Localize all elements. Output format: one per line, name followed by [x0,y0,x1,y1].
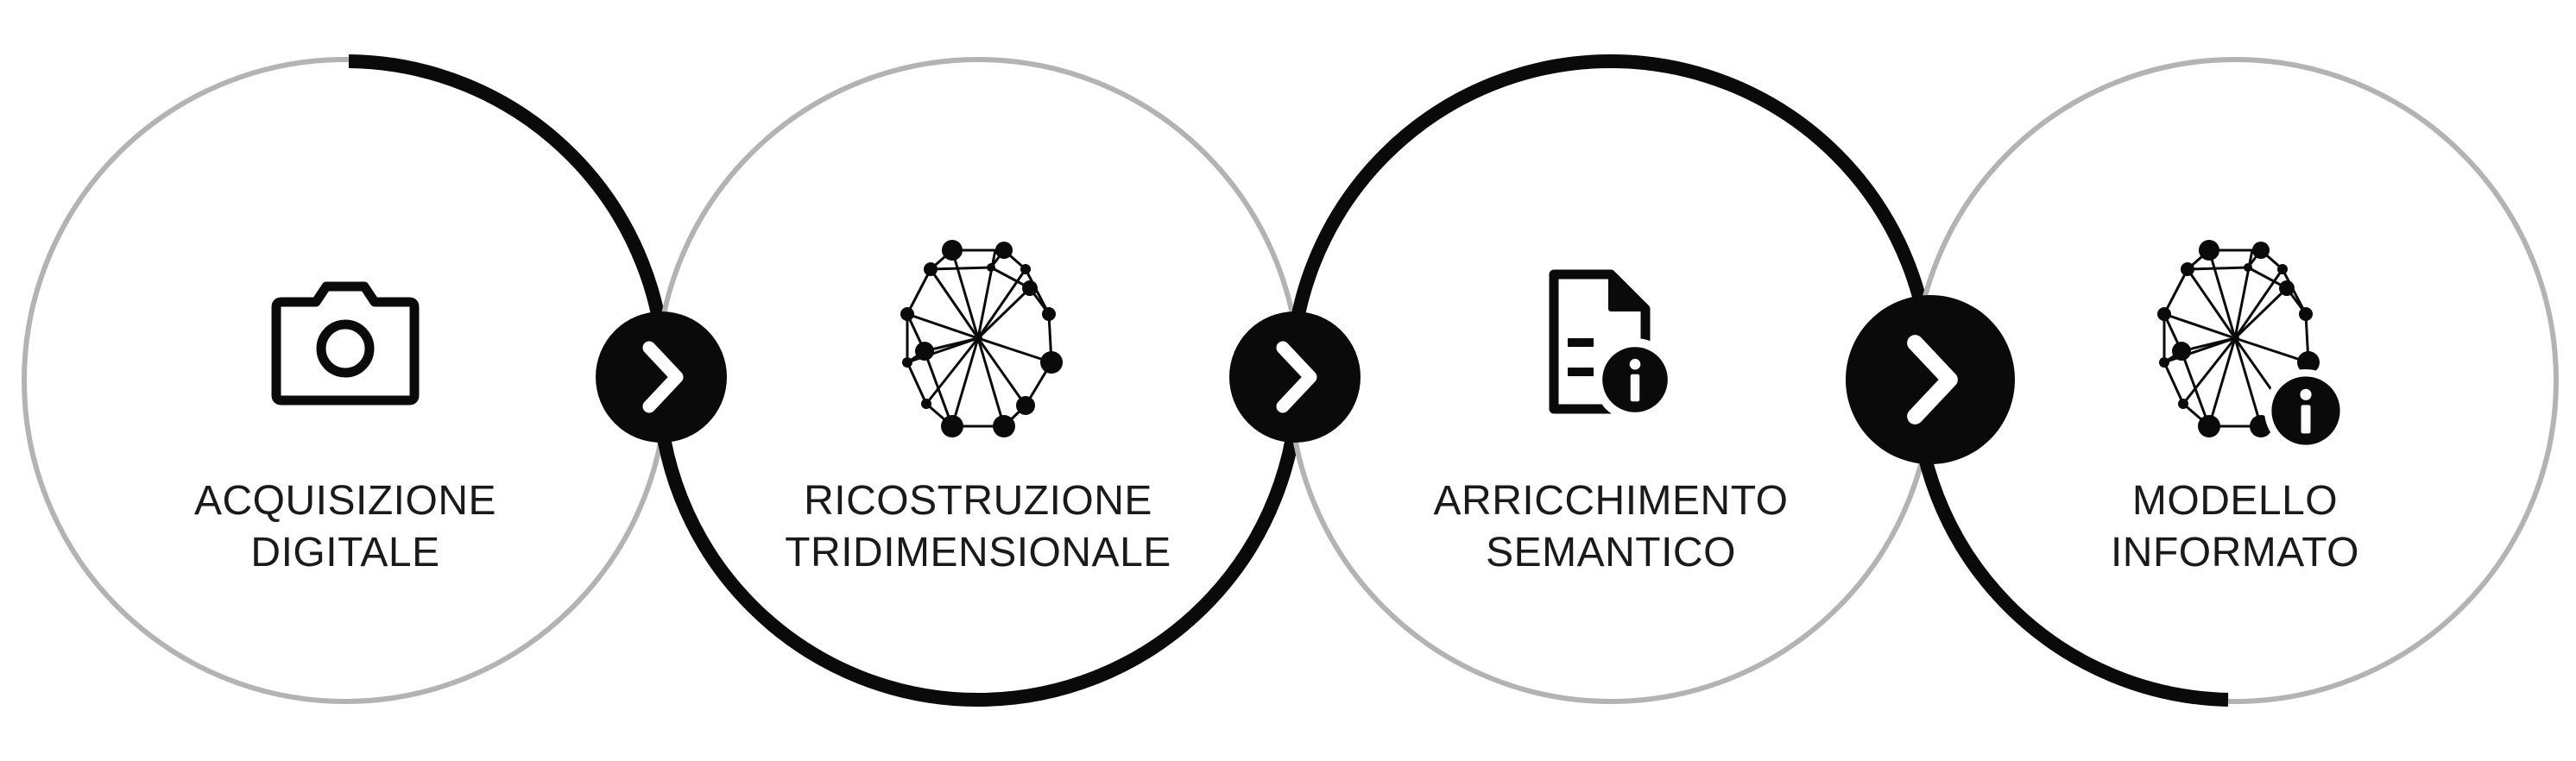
step-1-progress-arc [348,54,672,381]
step-2-label-line2: TRIDIMENSIONALE [785,530,1171,575]
network-mesh-info-icon [2156,238,2347,452]
step-acquisizione-digitale: ACQUISIZIONE DIGITALE [22,54,672,704]
step-1-label-line2: DIGITALE [250,530,439,575]
connector-1-disc [596,311,727,443]
step-2-progress-arc [652,380,1304,707]
connector-3-disc [1846,295,2015,464]
step-4-label-line2: INFORMATO [2111,530,2359,575]
step-arricchimento-semantico: ARRICCHIMENTO SEMANTICO [1285,54,1937,704]
step-3-progress-arc [1285,54,1937,381]
connector-1 [596,311,727,443]
step-1-label-line1: ACQUISIZIONE [194,478,496,524]
step-2-label-line1: RICOSTRUZIONE [804,478,1152,524]
document-info-icon [1549,269,1676,421]
connector-2-disc [1229,311,1361,443]
network-mesh-icon [899,238,1064,439]
connector-3 [1846,295,2015,464]
step-3-label-line2: SEMANTICO [1486,530,1736,575]
connector-2 [1229,311,1361,443]
step-ricostruzione-tridimensionale: RICOSTRUZIONE TRIDIMENSIONALE [652,57,1304,707]
step-3-label-line1: ARRICCHIMENTO [1434,478,1789,524]
camera-icon [271,281,420,406]
step-modello-informato: MODELLO INFORMATO [1909,57,2559,707]
step-4-label-line1: MODELLO [2132,478,2338,524]
